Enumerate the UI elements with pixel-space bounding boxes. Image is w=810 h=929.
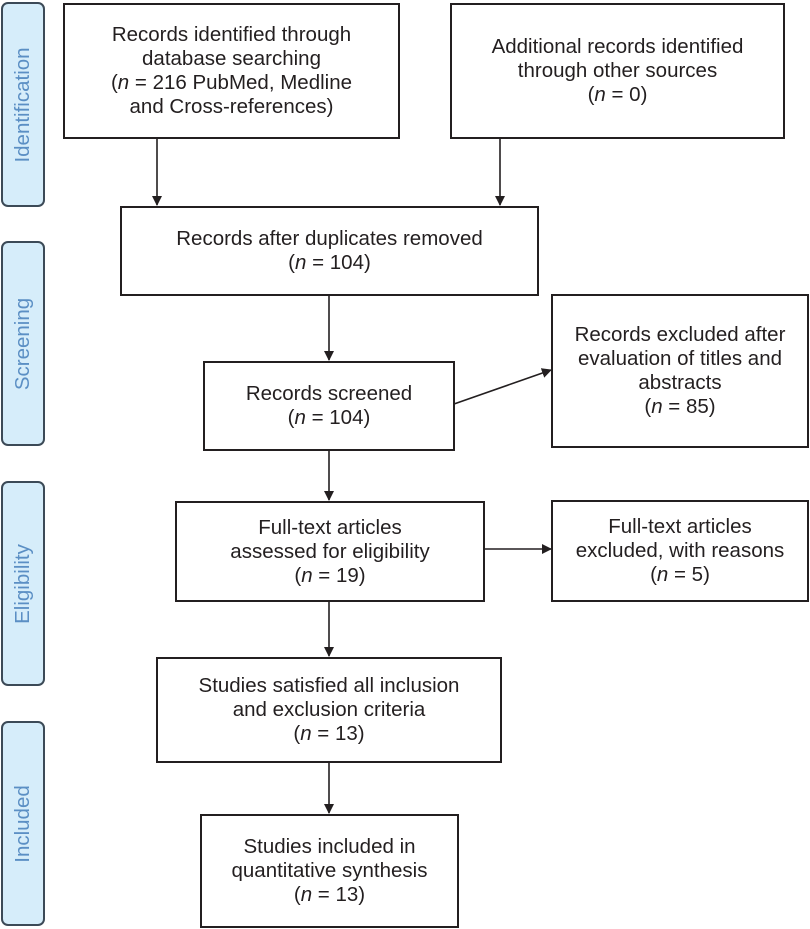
box-criteria-satisfied: Studies satisfied all inclusion and excl… bbox=[156, 657, 502, 763]
box-records-excluded-line-2: evaluation of titles and bbox=[578, 347, 782, 370]
box-fulltext-assessed-line-2: assessed for eligibility bbox=[230, 539, 430, 563]
stage-identification: Identification bbox=[1, 2, 45, 207]
count-value: = 13) bbox=[311, 722, 365, 745]
count-value: = 19) bbox=[312, 563, 366, 587]
box-duplicates-removed-line-1: Records after duplicates removed bbox=[176, 227, 483, 250]
box-criteria-satisfied-line-1: Studies satisfied all inclusion bbox=[198, 674, 460, 697]
box-duplicates-removed-count: (n = 104) bbox=[288, 251, 371, 274]
box-fulltext-excluded: Full-text articles excluded, with reason… bbox=[551, 500, 809, 602]
arrow-screened-to-excluded bbox=[453, 368, 552, 405]
stage-eligibility: Eligibility bbox=[1, 481, 45, 686]
n-variable: n bbox=[651, 395, 663, 418]
count-value: = 13) bbox=[312, 883, 366, 906]
box-criteria-satisfied-line-2: and exclusion criteria bbox=[232, 698, 426, 721]
box-fulltext-assessed-line-1: Full-text articles bbox=[258, 515, 402, 539]
n-variable: n bbox=[300, 722, 312, 745]
n-variable: n bbox=[300, 883, 313, 906]
count-value: = 0) bbox=[605, 83, 648, 106]
box-database-records-count: (n = 216 PubMed, Medline bbox=[110, 71, 353, 94]
box-database-records-line-4: and Cross-references) bbox=[129, 95, 334, 118]
box-fulltext-excluded-line-1: Full-text articles bbox=[608, 515, 752, 538]
box-fulltext-assessed-count: (n = 19) bbox=[294, 563, 366, 587]
box-database-records-line-2: database searching bbox=[142, 47, 321, 70]
box-quantitative-synthesis-count: (n = 13) bbox=[293, 883, 366, 906]
box-quantitative-synthesis-line-1: Studies included in bbox=[243, 835, 416, 858]
box-records-screened: Records screened (n = 104) bbox=[203, 361, 455, 451]
n-variable: n bbox=[117, 71, 130, 94]
n-variable: n bbox=[294, 406, 306, 429]
box-fulltext-excluded-line-2: excluded, with reasons bbox=[575, 539, 785, 562]
box-other-sources-line-1: Additional records identified bbox=[491, 35, 744, 58]
n-variable: n bbox=[295, 251, 307, 274]
box-records-screened-count: (n = 104) bbox=[287, 406, 371, 429]
box-other-sources-count: (n = 0) bbox=[587, 83, 648, 106]
box-database-records-line-1: Records identified through bbox=[111, 23, 352, 46]
box-records-excluded: Records excluded after evaluation of tit… bbox=[551, 294, 809, 448]
box-quantitative-synthesis-line-2: quantitative synthesis bbox=[231, 859, 428, 882]
n-variable: n bbox=[656, 563, 669, 586]
n-variable: n bbox=[594, 83, 606, 106]
box-other-sources-line-2: through other sources bbox=[517, 59, 718, 82]
stage-screening: Screening bbox=[1, 241, 45, 446]
box-records-excluded-line-3: abstracts bbox=[638, 371, 722, 394]
count-value: = 216 PubMed, Medline bbox=[129, 71, 353, 94]
box-records-screened-line-1: Records screened bbox=[245, 382, 413, 405]
stage-included: Included bbox=[1, 721, 45, 926]
count-value: = 104) bbox=[305, 406, 371, 429]
count-value: = 85) bbox=[662, 395, 716, 418]
n-variable: n bbox=[301, 563, 313, 587]
count-value: = 5) bbox=[668, 563, 710, 586]
box-fulltext-assessed: Full-text articles assessed for eligibil… bbox=[175, 501, 485, 602]
box-records-excluded-count: (n = 85) bbox=[644, 395, 716, 418]
box-records-excluded-line-1: Records excluded after bbox=[574, 323, 786, 346]
box-other-sources: Additional records identified through ot… bbox=[450, 3, 785, 139]
count-value: = 104) bbox=[306, 251, 371, 274]
box-fulltext-excluded-count: (n = 5) bbox=[650, 563, 710, 586]
box-criteria-satisfied-count: (n = 13) bbox=[293, 722, 365, 745]
box-database-records: Records identified through database sear… bbox=[63, 3, 400, 139]
box-quantitative-synthesis: Studies included in quantitative synthes… bbox=[200, 814, 459, 928]
box-duplicates-removed: Records after duplicates removed (n = 10… bbox=[120, 206, 539, 296]
